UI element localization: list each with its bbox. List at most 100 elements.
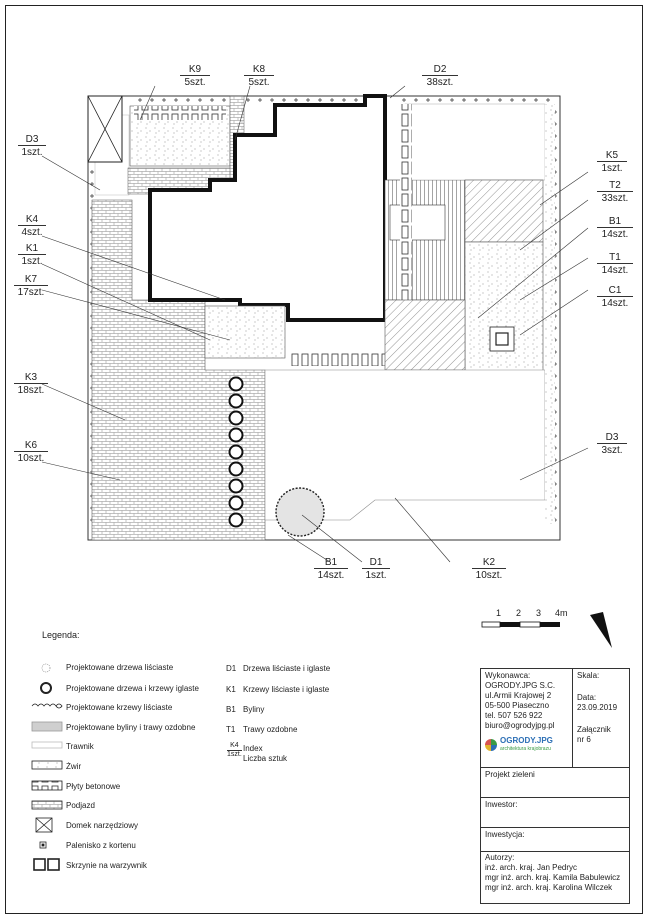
hedge-marker <box>90 170 94 174</box>
legend-code-text: Trawy ozdobne <box>243 725 298 734</box>
hedge-marker <box>306 98 310 102</box>
project-title: Projekt zieleni <box>485 770 535 779</box>
scale-2: 2 <box>516 608 522 618</box>
scale-1: 1 <box>496 608 502 618</box>
hedge-marker <box>150 98 154 102</box>
authors-label: Autorzy: <box>485 853 515 862</box>
house <box>148 94 387 322</box>
investment-label: Inwestycja: <box>485 830 525 839</box>
hedge-marker <box>318 98 322 102</box>
legend-code: D1 <box>226 664 237 673</box>
date-value: 23.09.2019 <box>577 703 618 712</box>
conifer-mark <box>228 512 244 528</box>
hedge-marker <box>498 98 502 102</box>
legend-item: Palenisko z kortenu <box>66 841 136 850</box>
investor-label: Inwestor: <box>485 800 518 809</box>
hedge-marker <box>438 98 442 102</box>
author-1: inż. arch. kraj. Jan Pedryc <box>485 863 578 872</box>
hedge-marker <box>258 98 262 102</box>
hedge-marker <box>450 98 454 102</box>
legend-code: T1 <box>226 725 236 734</box>
hedge-marker <box>402 98 406 102</box>
hedge-marker <box>282 98 286 102</box>
conifer-mark <box>228 410 244 426</box>
legend-item: Skrzynie na warzywnik <box>66 861 147 870</box>
company-email: biuro@ogrodyjpg.pl <box>485 721 555 730</box>
scale-3: 3 <box>536 608 542 618</box>
hedge-marker <box>186 98 190 102</box>
contractor-label: Wykonawca: <box>485 671 531 680</box>
legend-item: Projektowane byliny i trawy ozdobne <box>66 723 196 732</box>
hedge-marker <box>474 98 478 102</box>
legend-index-example: K4 1szt. <box>227 742 242 758</box>
hedge-marker <box>162 98 166 102</box>
hedge-marker <box>522 98 526 102</box>
tree-d1 <box>275 487 325 537</box>
legend-item: Podjazd <box>66 801 95 810</box>
legend-code-text: Drzewa liściaste i iglaste <box>243 664 331 673</box>
hedge-marker <box>546 98 550 102</box>
scale-date-cell: Skala: Data: 23.09.2019 Załącznik nr 6 <box>573 669 629 767</box>
hedge-marker <box>486 98 490 102</box>
legend-item: Projektowane krzewy liściaste <box>66 703 173 712</box>
hedge-marker <box>462 98 466 102</box>
company-phone: tel. 507 526 922 <box>485 711 543 720</box>
attachment-number: nr 6 <box>577 735 591 744</box>
company-name: OGRODY.JPG S.C. <box>485 681 556 690</box>
legend-code: B1 <box>226 705 236 714</box>
conifer-mark <box>228 478 244 494</box>
hedge-marker <box>270 98 274 102</box>
scale-4: 4m <box>555 608 568 618</box>
authors-cell: Autorzy: inż. arch. kraj. Jan Pedryc mgr… <box>485 853 620 893</box>
hedge-marker <box>198 98 202 102</box>
legend-item: Projektowane drzewa i krzewy iglaste <box>66 684 199 693</box>
legend-symbols <box>31 663 63 871</box>
logo-subtext: architektura krajobrazu <box>500 746 551 752</box>
scale-bar <box>481 621 560 628</box>
hedge-marker <box>90 194 94 198</box>
author-2: mgr inż. arch. kraj. Kamila Babulewicz <box>485 873 621 882</box>
legend-code-text: Byliny <box>243 705 265 714</box>
title-block: Wykonawca: OGRODY.JPG S.C. ul.Armii Kraj… <box>480 668 630 904</box>
logo-icon <box>485 739 497 751</box>
conifer-mark <box>228 393 244 409</box>
logo-text: OGRODY.JPG <box>500 736 553 745</box>
hedge-marker <box>222 98 226 102</box>
hedge-marker <box>330 98 334 102</box>
conifer-row <box>228 376 244 528</box>
company-street: ul.Armii Krajowej 2 <box>485 691 552 700</box>
hedge-marker <box>138 98 142 102</box>
legend-code-text: Krzewy liściaste i iglaste <box>243 685 330 694</box>
scale-label: Skala: <box>577 671 600 680</box>
company-logo: OGRODY.JPG architektura krajobrazu <box>485 737 568 753</box>
hedge-marker <box>354 98 358 102</box>
legend-item: Projektowane drzewa liściaste <box>66 663 174 672</box>
hedge-marker <box>414 98 418 102</box>
legend-item: Płyty betonowe <box>66 782 121 791</box>
hedge-marker <box>426 98 430 102</box>
date-label: Data: <box>577 693 597 702</box>
conifer-mark <box>228 461 244 477</box>
hedge-marker <box>210 98 214 102</box>
legend-title: Legenda: <box>42 630 80 640</box>
conifer-mark <box>228 444 244 460</box>
legend-item: Żwir <box>66 762 82 771</box>
hedge-marker <box>294 98 298 102</box>
hedge-marker <box>534 98 538 102</box>
